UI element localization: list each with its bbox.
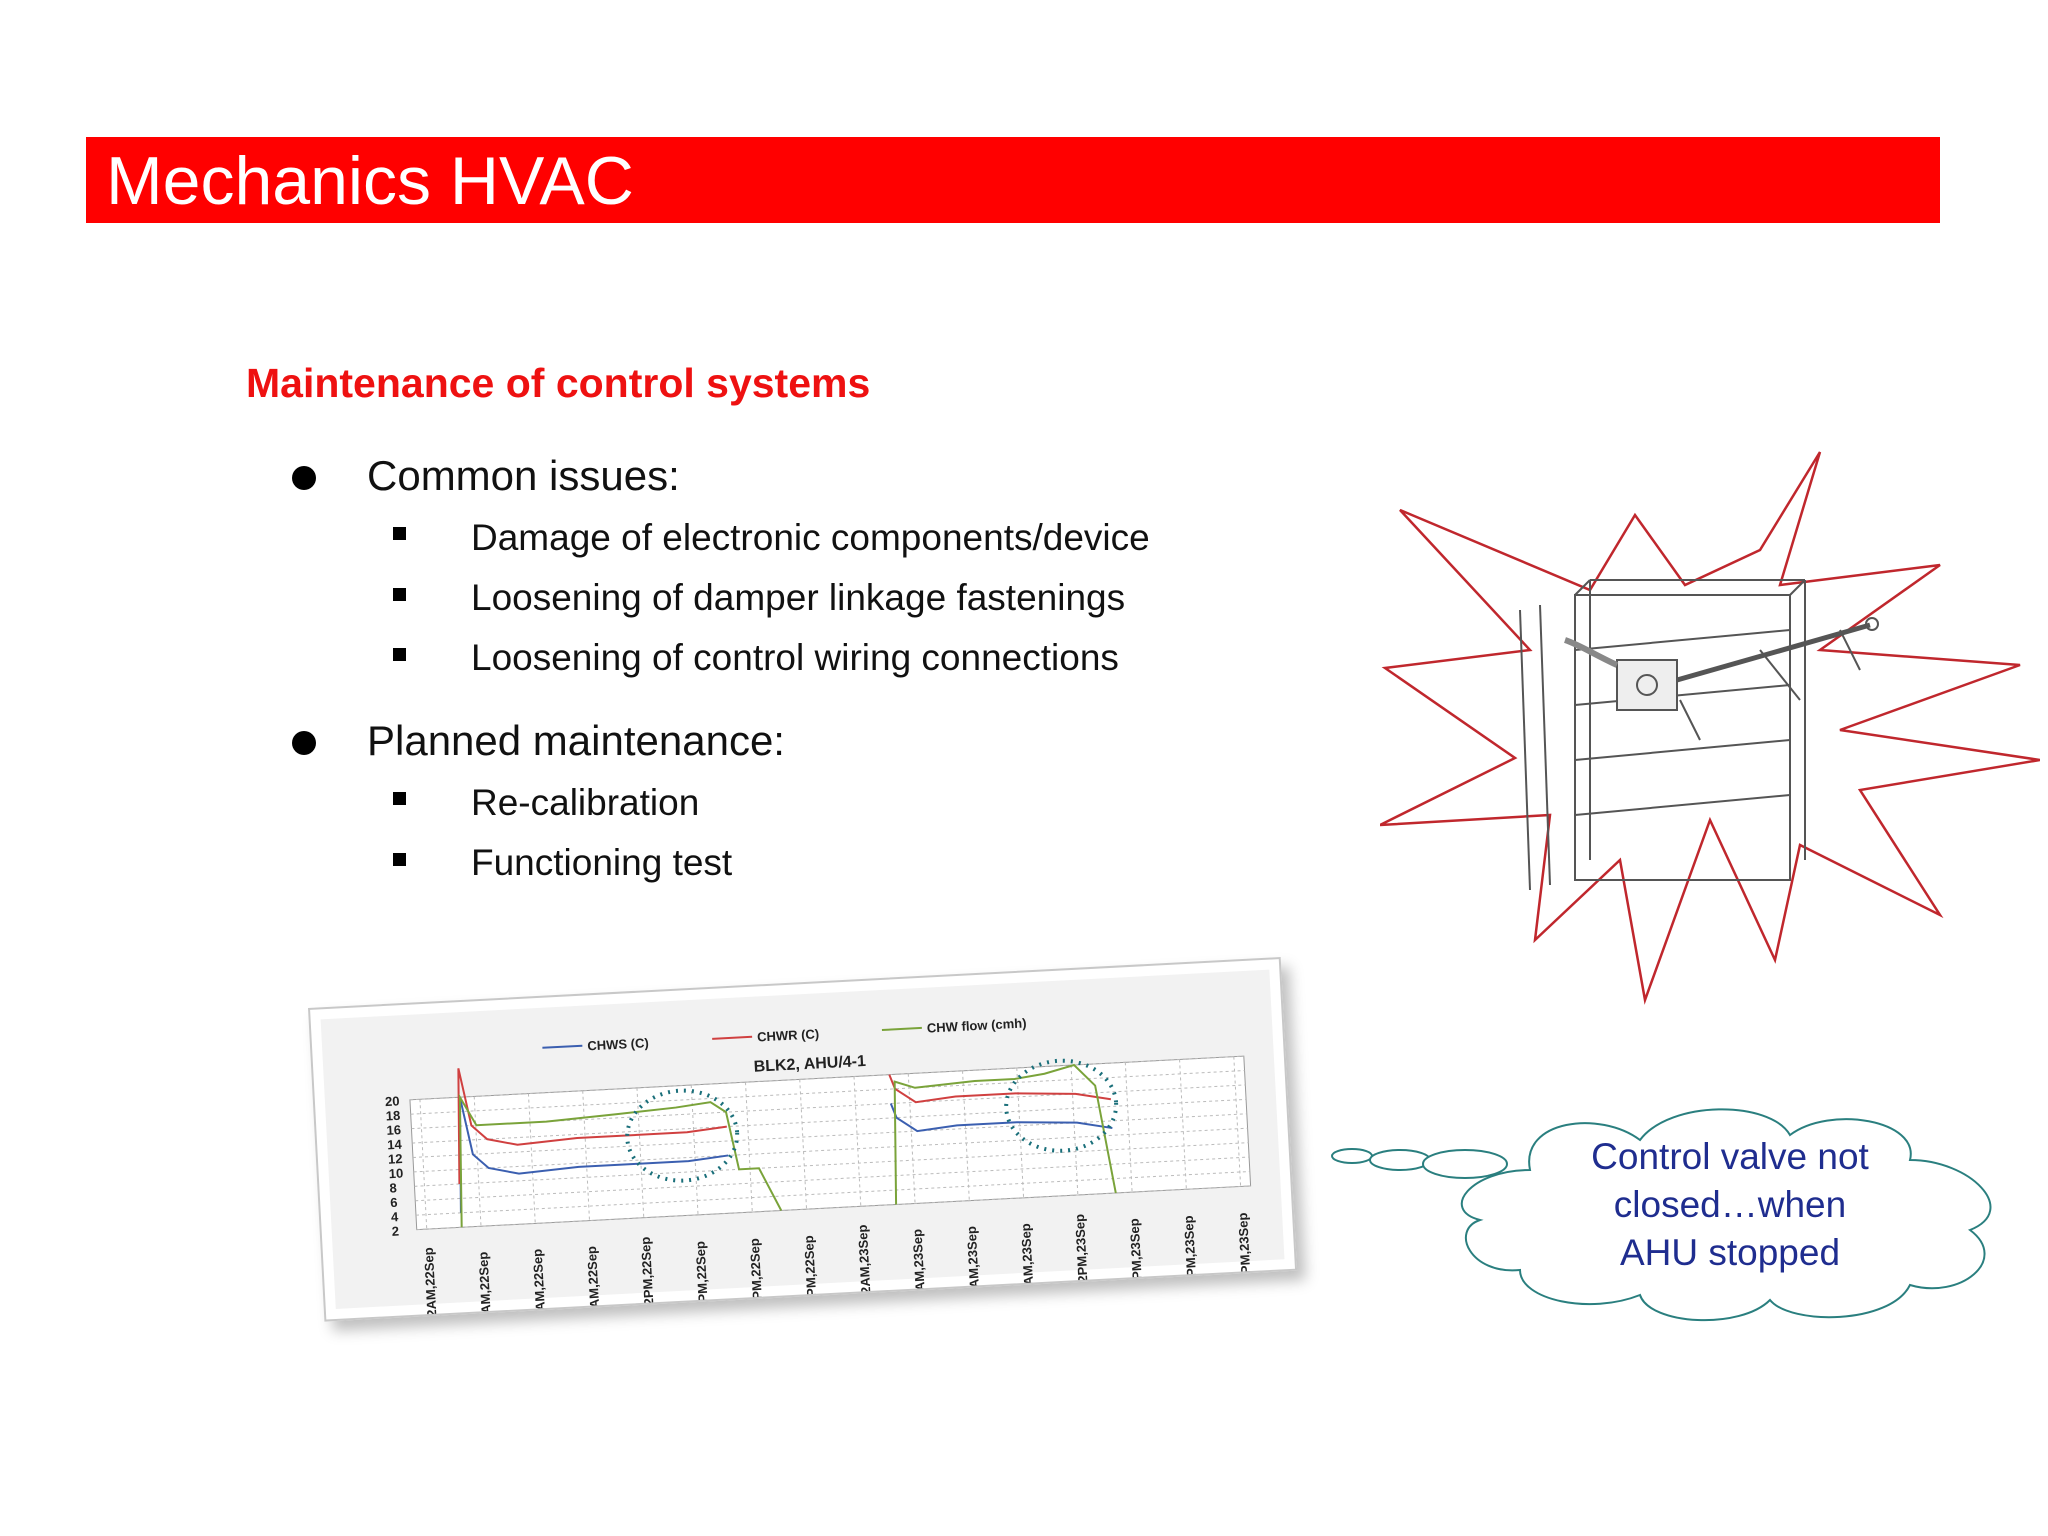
thought-bubble-large — [1422, 1149, 1508, 1179]
legend-swatch — [881, 1026, 922, 1031]
x-tick-label: 12PM,22Sep — [638, 1236, 657, 1313]
legend-label: CHWS (C) — [587, 1035, 649, 1053]
highlight-circle — [1004, 1058, 1119, 1153]
grid-line-x — [419, 1099, 428, 1230]
grid-line-x — [744, 1082, 753, 1213]
thought-bubble-medium — [1369, 1149, 1431, 1171]
grid-line-x — [1016, 1067, 1025, 1198]
grid-line-y — [412, 1098, 1247, 1144]
legend-swatch — [542, 1044, 583, 1049]
x-tick-label: 12PM,23Sep — [1072, 1214, 1091, 1291]
grid-line-y — [413, 1127, 1248, 1173]
callout-line-2: closed…when — [1613, 1184, 1847, 1225]
chart-title: BLK2, AHU/4-1 — [753, 1053, 866, 1076]
callout-text: Control valve not closed…when AHU stoppe… — [1520, 1133, 1940, 1277]
series-chw-flow-line — [893, 1063, 1117, 1205]
x-tick-label: 6AM,23Sep — [964, 1226, 983, 1296]
sub-item: Functioning test — [471, 842, 733, 883]
y-tick-label: 4 — [391, 1209, 400, 1224]
y-tick-label: 6 — [390, 1195, 398, 1210]
bullet-dot — [292, 466, 316, 490]
bullet-dot — [292, 731, 316, 755]
y-tick-label: 14 — [387, 1137, 403, 1153]
grid-line-x — [1070, 1065, 1079, 1195]
grid-line-x — [473, 1096, 482, 1227]
x-tick-label: 6AM,22Sep — [530, 1249, 549, 1319]
y-tick-label: 10 — [388, 1165, 403, 1181]
y-tick-label: 2 — [391, 1224, 399, 1239]
y-tick-label: 8 — [389, 1180, 397, 1195]
x-tick-label: 3PM,22Sep — [692, 1241, 711, 1310]
grid-line-y — [409, 1055, 1244, 1101]
grid-line-x — [1233, 1056, 1242, 1187]
thought-bubble-small — [1331, 1148, 1373, 1164]
cloud-body — [1460, 1108, 1992, 1322]
title-bar: Mechanics HVAC — [86, 137, 1940, 223]
series-chws-line — [458, 1096, 729, 1213]
x-tick-label: 6PM,23Sep — [1181, 1215, 1200, 1284]
grid-line-x — [636, 1087, 645, 1218]
highlight-circle — [625, 1088, 740, 1183]
bullet-planned-maintenance: Planned maintenance: — [367, 717, 785, 764]
bullet-square — [393, 853, 406, 866]
section-title: Maintenance of control systems — [246, 360, 871, 406]
grid-line-y — [415, 1170, 1250, 1216]
grid-line-x — [527, 1093, 536, 1224]
series-chws-line — [889, 1103, 1113, 1133]
x-tick-label: 12AM,23Sep — [855, 1224, 874, 1301]
bullet-square — [393, 792, 406, 805]
x-tick-label: 9PM,22Sep — [801, 1235, 820, 1304]
callout-line-1: Control valve not — [1591, 1136, 1869, 1177]
grid-line-x — [690, 1085, 699, 1215]
damper-actuator-icon — [1519, 579, 1879, 891]
grid-line-x — [962, 1070, 970, 1201]
grid-line-y — [410, 1070, 1245, 1115]
grid-line-x — [853, 1076, 862, 1207]
x-tick-label: 9AM,22Sep — [584, 1246, 603, 1316]
grid-line-y — [415, 1156, 1250, 1202]
sub-item: Re-calibration — [471, 782, 700, 823]
grid-line-x — [799, 1079, 808, 1210]
bullet-common-issues: Common issues: — [367, 452, 680, 499]
legend-swatch — [712, 1035, 753, 1040]
legend-label: CHWR (C) — [757, 1026, 820, 1044]
grid-line-y — [412, 1113, 1247, 1158]
sub-item: Loosening of control wiring connections — [471, 637, 1119, 678]
grid-line-x — [907, 1073, 916, 1204]
x-tick-label: 3PM,23Sep — [1126, 1218, 1145, 1287]
y-tick-label: 16 — [386, 1122, 401, 1138]
bullet-square — [393, 527, 406, 540]
plot-area — [409, 1055, 1252, 1231]
x-tick-label: 6PM,22Sep — [747, 1238, 766, 1307]
x-tick-label: 12AM,22Sep — [421, 1247, 440, 1319]
series-chw-flow-line — [458, 1093, 783, 1228]
legend-label: CHW flow (cmh) — [927, 1015, 1027, 1035]
bullet-square — [393, 588, 406, 601]
x-tick-label: 3AM,22Sep — [475, 1251, 494, 1319]
grid-line-x — [1124, 1062, 1133, 1193]
y-tick-label: 18 — [385, 1108, 400, 1124]
sub-item: Loosening of damper linkage fastenings — [471, 577, 1126, 618]
y-tick-label: 20 — [385, 1093, 400, 1109]
grid-line-x — [1179, 1059, 1187, 1190]
grid-line-y — [416, 1185, 1251, 1231]
grid-line-x — [582, 1090, 591, 1221]
callout-line-3: AHU stopped — [1619, 1232, 1841, 1273]
sub-item: Damage of electronic components/device — [471, 517, 1150, 558]
series-chwr-line — [457, 1068, 727, 1184]
x-tick-label: 3AM,23Sep — [909, 1229, 928, 1299]
damper-starburst-illustration — [1380, 451, 2040, 1005]
thought-cloud — [1331, 1108, 1992, 1322]
x-tick-label: 9AM,23Sep — [1018, 1223, 1037, 1293]
bullet-square — [393, 648, 406, 661]
starburst-outline — [1380, 451, 2040, 1005]
page-title: Mechanics HVAC — [106, 143, 634, 219]
grid-line-y — [414, 1142, 1249, 1187]
y-tick-label: 12 — [388, 1151, 403, 1167]
x-tick-label: 9PM,23Sep — [1235, 1212, 1254, 1281]
